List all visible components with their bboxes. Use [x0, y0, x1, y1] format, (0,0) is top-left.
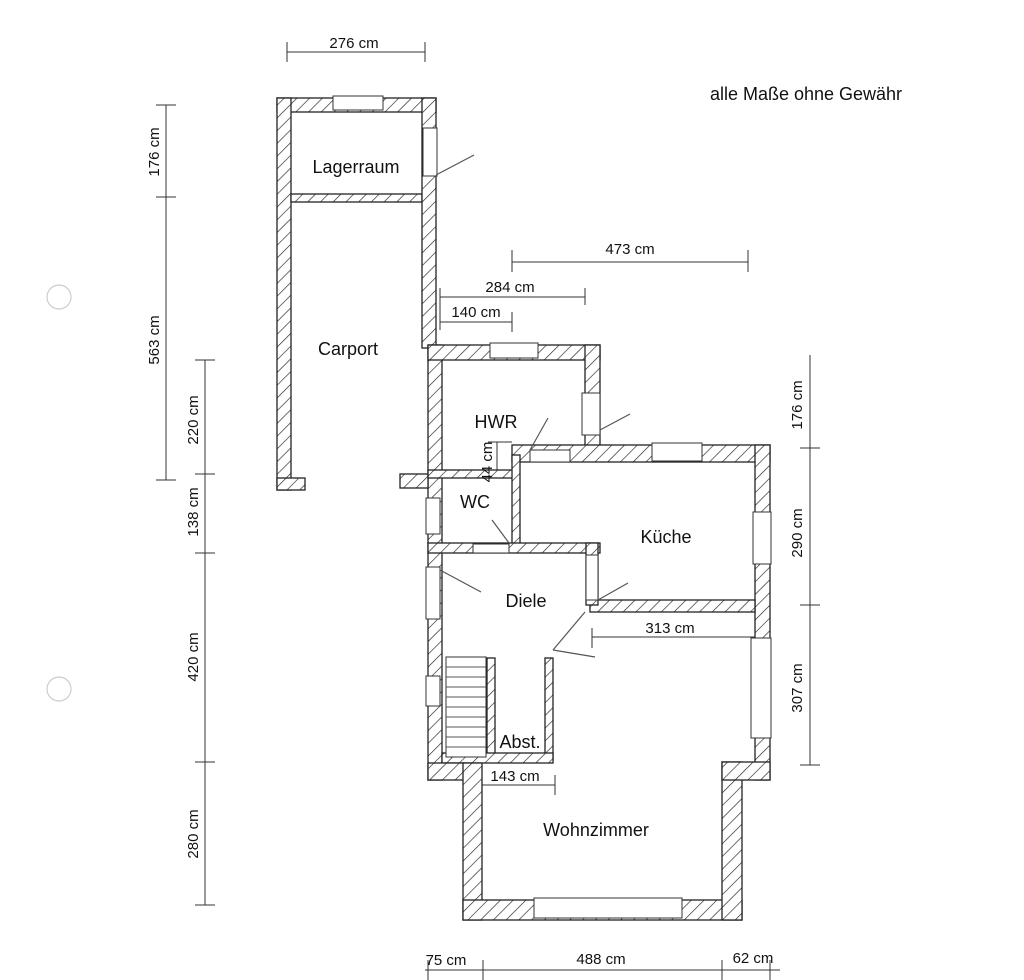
dim-left-420: 420 cm — [185, 632, 202, 681]
room-label-lagerraum: Lagerraum — [312, 157, 399, 177]
dim-140: 140 cm — [451, 304, 500, 321]
room-label-wohnzimmer: Wohnzimmer — [543, 820, 649, 840]
dim-left-176: 176 cm — [146, 127, 163, 176]
dim-284: 284 cm — [485, 279, 534, 296]
dim-143: 143 cm — [490, 768, 539, 785]
disclaimer-note: alle Maße ohne Gewähr — [710, 84, 902, 104]
room-label-wc: WC — [460, 492, 490, 512]
dim-75: 75 cm — [426, 952, 467, 969]
dim-62: 62 cm — [733, 950, 774, 967]
dim-313: 313 cm — [645, 620, 694, 637]
punch-hole — [46, 676, 72, 702]
room-label-hwr: HWR — [475, 412, 518, 432]
stairs — [445, 656, 487, 758]
room-label-kueche: Küche — [640, 527, 691, 547]
dim-44: 44 cm — [479, 442, 496, 483]
room-label-abst: Abst. — [499, 732, 540, 752]
room-label-carport: Carport — [318, 339, 378, 359]
dim-carport-width: 276 cm — [329, 35, 378, 52]
dim-left-138: 138 cm — [185, 487, 202, 536]
dim-488: 488 cm — [576, 951, 625, 968]
dimension-lines — [156, 42, 820, 980]
dim-right-307: 307 cm — [789, 663, 806, 712]
dim-right-176: 176 cm — [789, 380, 806, 429]
walls — [276, 97, 771, 921]
dim-473: 473 cm — [605, 241, 654, 258]
room-label-diele: Diele — [505, 591, 546, 611]
windows — [332, 95, 772, 919]
door-swings — [435, 154, 631, 658]
punch-hole — [46, 284, 72, 310]
dim-left-220: 220 cm — [185, 395, 202, 444]
dim-left-563: 563 cm — [146, 315, 163, 364]
dim-left-280: 280 cm — [185, 809, 202, 858]
dim-right-290: 290 cm — [789, 508, 806, 557]
